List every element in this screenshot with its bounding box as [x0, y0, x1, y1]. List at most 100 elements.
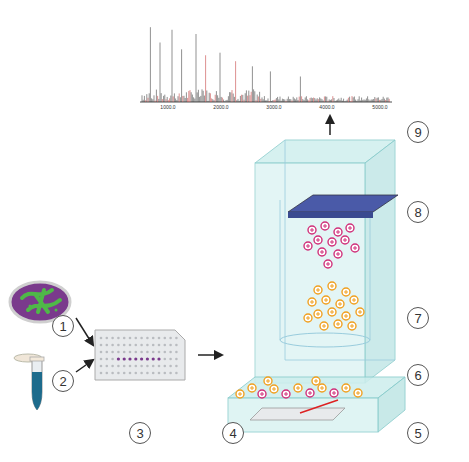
- plate-well: [106, 351, 109, 354]
- plate-well: [111, 344, 114, 347]
- spectrum-peak: [353, 97, 354, 102]
- spectrum-peak: [220, 53, 221, 102]
- spectrum-peak: [380, 100, 381, 102]
- spectrum-peak: [244, 100, 245, 102]
- spectrum-peak: [286, 101, 287, 102]
- spectrum-peak: [234, 97, 235, 102]
- plate-well: [158, 365, 161, 368]
- plate-well: [158, 344, 161, 347]
- callout-number: 6: [414, 369, 421, 382]
- spectrum-peak: [295, 99, 296, 102]
- plate-well: [123, 365, 126, 368]
- callout-number: 5: [414, 427, 421, 440]
- spectrum-peak: [283, 99, 284, 102]
- plate-well: [164, 351, 167, 354]
- flow-arrow: [76, 318, 93, 345]
- spectrum-peak: [256, 100, 257, 102]
- mass-spectrum: [140, 27, 392, 102]
- plate-well: [152, 365, 155, 368]
- spectrum-peak: [298, 100, 299, 102]
- spectrum-peak: [362, 100, 363, 102]
- plate-well: [129, 344, 132, 347]
- plate-well: [152, 337, 155, 340]
- spectrum-peak: [306, 96, 307, 102]
- spectrum-peak: [217, 95, 218, 102]
- spectrum-peak: [236, 100, 237, 102]
- spectrum-peak: [346, 101, 347, 102]
- spectrum-peak: [239, 101, 240, 102]
- spectrum-peak: [302, 99, 303, 102]
- spectrum-peak: [308, 100, 309, 102]
- spectrum-peak: [292, 101, 293, 102]
- spectrum-peak: [246, 90, 247, 102]
- plate-well: [111, 365, 114, 368]
- spectrum-peak: [386, 98, 387, 102]
- plate-well: [129, 337, 132, 340]
- spectrum-peak: [342, 101, 343, 102]
- ion: [334, 228, 342, 236]
- plate-well: [111, 337, 114, 340]
- spectrum-peak: [146, 94, 147, 102]
- spectrum-peak: [325, 96, 326, 102]
- ion: [334, 320, 342, 328]
- spectrum-peak: [164, 95, 165, 102]
- plate-well: [117, 351, 120, 354]
- ion: [270, 385, 278, 393]
- mass-spectrometer: [228, 140, 405, 432]
- spectrum-peak: [337, 100, 338, 102]
- plate-well: [106, 337, 109, 340]
- spectrum-peak: [251, 92, 252, 102]
- spectrum-peak: [176, 100, 177, 102]
- spectrum-peak: [180, 97, 181, 102]
- ion: [320, 322, 328, 330]
- spectrum-peak: [193, 97, 194, 102]
- plate-well: [100, 358, 103, 361]
- spectrum-peak: [170, 96, 171, 102]
- spectrum-peak: [191, 92, 192, 102]
- spectrum-peak: [152, 99, 153, 102]
- plate-well: [169, 351, 172, 354]
- spectrum-peak: [167, 97, 168, 102]
- spectrum-peak: [148, 98, 149, 102]
- flow-arrow: [329, 116, 331, 135]
- spectrum-peak: [240, 96, 241, 102]
- plate-well: [152, 372, 155, 375]
- spectrum-peak: [166, 99, 167, 102]
- spectrum-peak: [179, 93, 180, 102]
- plate-well: [140, 351, 143, 354]
- spectrum-peak: [154, 95, 155, 102]
- plate-well: [146, 351, 149, 354]
- spectrum-peak: [230, 92, 231, 102]
- spectrum-peak: [196, 34, 197, 102]
- ion: [334, 250, 342, 258]
- callout-number: 7: [414, 312, 421, 325]
- plate-well: [128, 357, 131, 360]
- callout-number: 4: [229, 427, 236, 440]
- spectrum-peak: [350, 101, 351, 103]
- spectrum-peak: [245, 93, 246, 102]
- plate-well: [164, 337, 167, 340]
- spectrum-peak: [204, 96, 205, 102]
- plate-well: [158, 351, 161, 354]
- plate-well: [164, 372, 167, 375]
- callout-circle: 7: [407, 307, 429, 329]
- spectrum-peak: [376, 99, 377, 102]
- plate-well: [146, 344, 149, 347]
- plate-well: [164, 344, 167, 347]
- plate-well: [123, 372, 126, 375]
- plate-well: [140, 337, 143, 340]
- plate-well: [169, 372, 172, 375]
- plate-well: [111, 351, 114, 354]
- spectrum-peak: [202, 89, 203, 102]
- spectrum-peak: [388, 97, 389, 102]
- spectrum-peak: [389, 99, 390, 102]
- spectrum-peak: [354, 96, 355, 102]
- ion: [258, 390, 266, 398]
- ion: [312, 377, 320, 385]
- plate-well: [111, 358, 114, 361]
- ion: [346, 224, 354, 232]
- spectrum-peak: [155, 101, 156, 102]
- spectrum-peak: [203, 91, 204, 102]
- spectrum-peak: [190, 90, 191, 102]
- spectrum-peak: [326, 97, 327, 102]
